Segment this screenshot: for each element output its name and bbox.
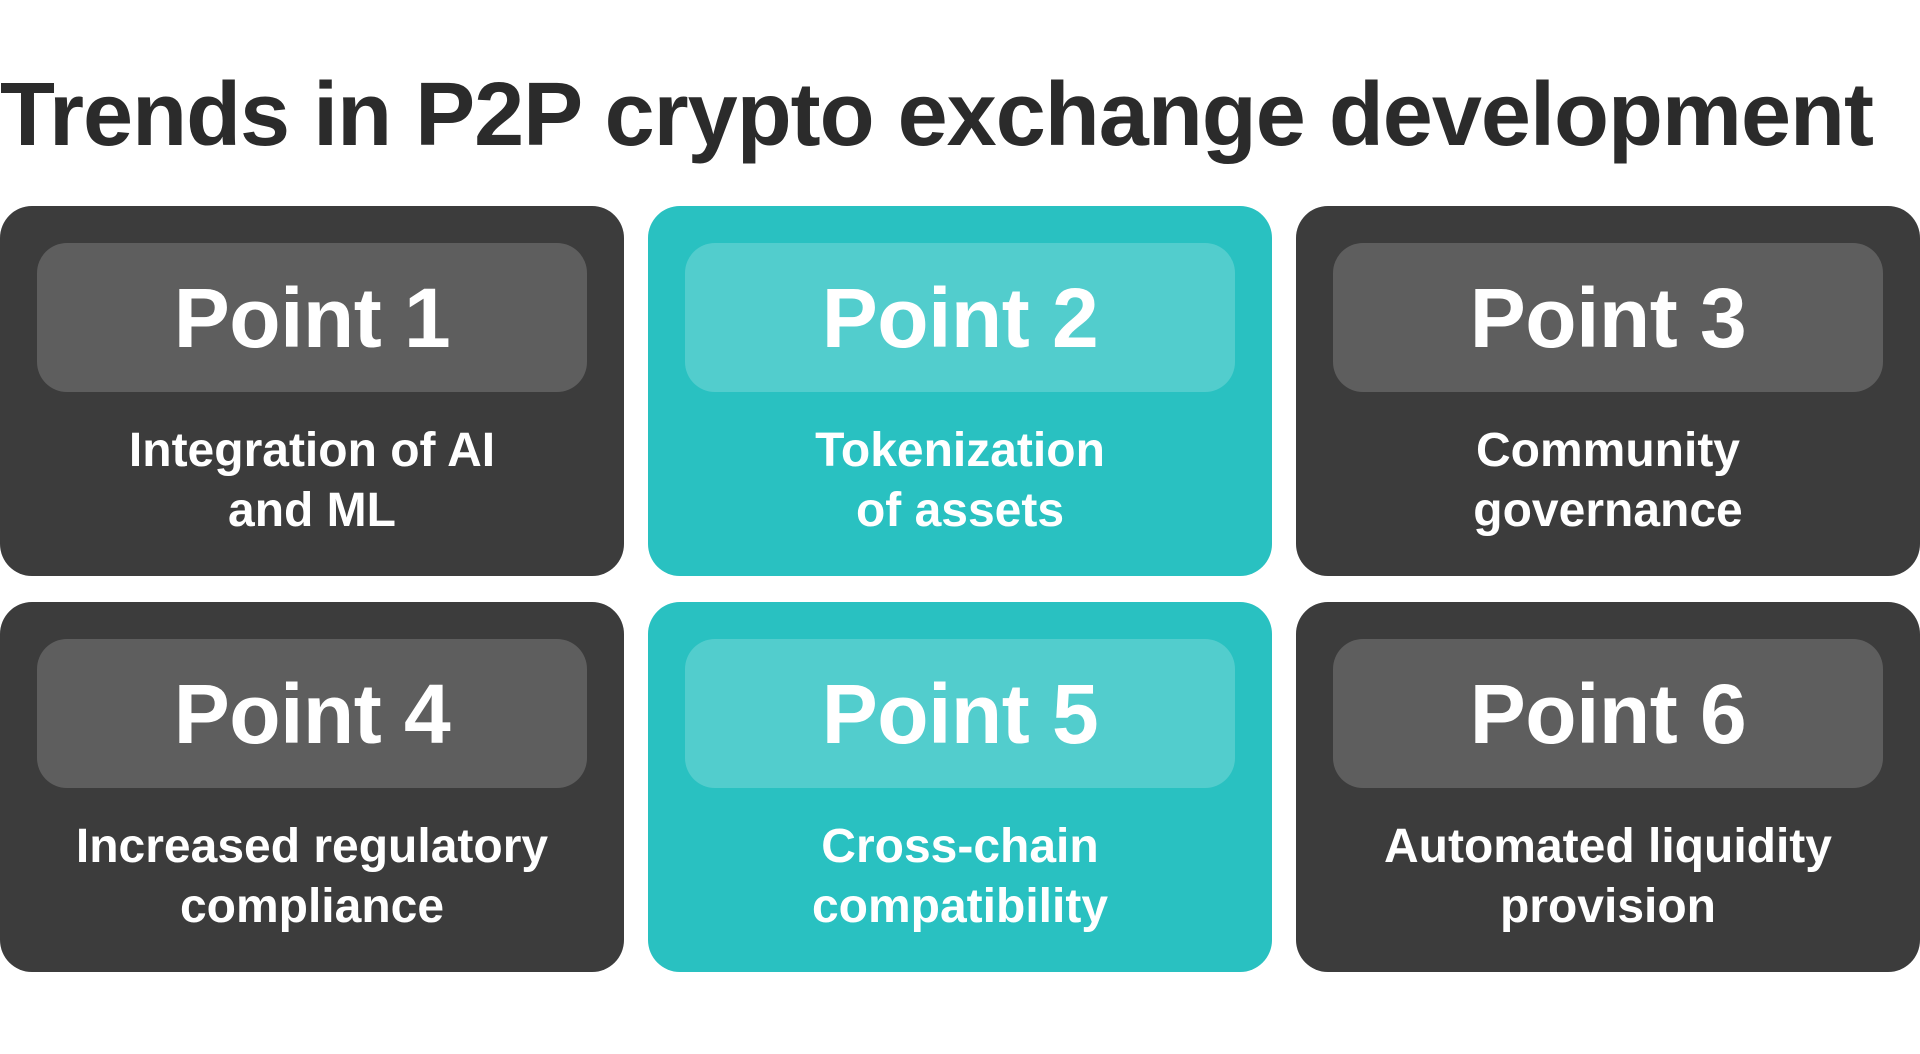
point-card-1: Point 1 Integration of AI and ML — [0, 206, 624, 576]
point-description-line: compliance — [179, 880, 445, 933]
point-description: Cross-chain compatibility — [668, 812, 1252, 942]
point-label: Point 1 — [173, 270, 451, 365]
point-description-line: Integration of AI — [128, 424, 496, 477]
point-description-line: Community — [1476, 424, 1740, 477]
point-description-line: of assets — [855, 484, 1065, 537]
point-label: Point 5 — [821, 666, 1099, 761]
point-label-box: Point 4 — [37, 639, 587, 788]
point-card-2: Point 2 Tokenization of assets — [648, 206, 1272, 576]
point-label: Point 6 — [1469, 666, 1747, 761]
point-label-box: Point 2 — [685, 243, 1235, 392]
point-label-box: Point 3 — [1333, 243, 1883, 392]
page-title: Trends in P2P crypto exchange developmen… — [0, 65, 1874, 165]
point-description-line: Cross-chain — [821, 820, 1099, 873]
point-description: Tokenization of assets — [668, 416, 1252, 546]
point-description: Increased regulatory compliance — [20, 812, 604, 942]
point-description-line: Automated liquidity — [1384, 820, 1832, 873]
point-description-line: governance — [1473, 484, 1743, 537]
point-description-line: Tokenization — [815, 424, 1105, 477]
point-label-box: Point 1 — [37, 243, 587, 392]
point-label-box: Point 5 — [685, 639, 1235, 788]
point-label-box: Point 6 — [1333, 639, 1883, 788]
point-card-5: Point 5 Cross-chain compatibility — [648, 602, 1272, 972]
point-label: Point 4 — [173, 666, 451, 761]
point-card-3: Point 3 Community governance — [1296, 206, 1920, 576]
point-description-line: Increased regulatory — [75, 820, 549, 873]
point-description: Community governance — [1316, 416, 1900, 546]
point-description-line: and ML — [228, 484, 396, 537]
points-grid: Point 1 Integration of AI and ML Point 2… — [0, 206, 1920, 974]
point-description: Automated liquidity provision — [1316, 812, 1900, 942]
point-label: Point 2 — [821, 270, 1099, 365]
point-card-4: Point 4 Increased regulatory compliance — [0, 602, 624, 972]
point-description-line: compatibility — [811, 880, 1109, 933]
point-label: Point 3 — [1469, 270, 1747, 365]
point-description-line: provision — [1499, 880, 1716, 933]
point-description: Integration of AI and ML — [20, 416, 604, 546]
point-card-6: Point 6 Automated liquidity provision — [1296, 602, 1920, 972]
